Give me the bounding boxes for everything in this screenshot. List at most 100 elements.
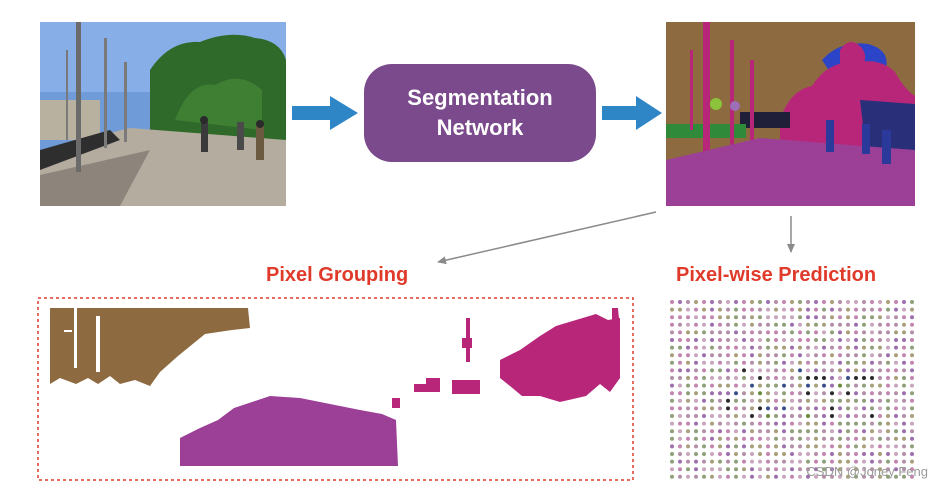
prediction-dot [886,467,890,472]
prediction-dot [902,452,906,456]
prediction-dot [846,474,850,479]
prediction-dot [838,307,842,312]
prediction-dot [806,429,810,434]
prediction-dot [902,391,906,396]
prediction-dot [790,383,794,388]
prediction-dot [854,474,858,479]
prediction-dot [886,315,890,320]
prediction-dot [910,414,914,418]
prediction-dot [742,459,746,464]
prediction-dot [766,330,770,335]
prediction-dot [886,429,890,434]
prediction-dot [838,467,842,472]
prediction-dot [806,330,810,335]
prediction-dot [726,459,730,464]
prediction-dot [774,444,778,449]
prediction-dot [814,436,818,441]
prediction-dot [710,315,714,320]
prediction-dot [894,436,898,441]
prediction-dot [862,459,866,464]
prediction-dot [710,429,714,434]
prediction-dot [910,376,914,380]
arrow-to-segmentation [602,96,662,130]
prediction-dot [854,383,858,388]
prediction-dot [870,452,874,456]
prediction-dot [870,345,874,350]
prediction-dot [718,330,722,335]
prediction-dot [742,467,746,472]
prediction-dot [902,315,906,320]
prediction-dot [670,338,674,342]
prediction-dot [782,391,786,396]
prediction-dot [718,368,722,373]
prediction-dot [902,474,906,479]
prediction-dot [702,368,706,373]
prediction-dot [910,300,914,304]
prediction-dot [822,376,826,380]
prediction-dot [798,414,802,418]
prediction-dot [894,322,898,327]
prediction-dot [742,398,746,403]
prediction-dot [894,307,898,312]
prediction-dot [902,338,906,342]
prediction-dot [758,406,762,411]
prediction-dot [886,383,890,388]
prediction-dot [734,406,738,411]
prediction-dot [838,368,842,373]
prediction-dot [910,353,914,358]
prediction-dot [886,474,890,479]
prediction-dot [742,429,746,434]
prediction-dot [854,444,858,449]
prediction-dot [710,383,714,388]
prediction-dot [710,322,714,327]
prediction-dot [782,467,786,472]
prediction-dot [878,345,882,350]
prediction-dot [838,406,842,411]
prediction-dot [854,300,858,304]
prediction-dot [718,391,722,396]
prediction-dot [862,474,866,479]
prediction-dot [694,429,698,434]
prediction-dot [894,444,898,449]
prediction-dot [830,429,834,434]
prediction-dot [766,444,770,449]
arrow-to-network [292,96,358,130]
prediction-dot [686,300,690,304]
prediction-dot [758,330,762,335]
prediction-dot [830,300,834,304]
prediction-dot [902,300,906,304]
prediction-dot [814,474,818,479]
prediction-dot [758,300,762,304]
prediction-dot [734,421,738,426]
prediction-dot [790,360,794,365]
prediction-dot [774,300,778,304]
prediction-dot [758,474,762,479]
prediction-dot [846,383,850,388]
prediction-dot [718,338,722,342]
prediction-dot [878,322,882,327]
prediction-dot [686,307,690,312]
prediction-dot [686,330,690,335]
prediction-dot [774,315,778,320]
prediction-dot [702,391,706,396]
prediction-dot [798,406,802,411]
prediction-dot [782,429,786,434]
prediction-dot [902,376,906,380]
prediction-dot [798,330,802,335]
prediction-dot [886,459,890,464]
prediction-dot [854,360,858,365]
prediction-dot [686,459,690,464]
prediction-dot [846,398,850,403]
prediction-dot [782,452,786,456]
prediction-dot [710,353,714,358]
prediction-dot [702,436,706,441]
prediction-dot [694,330,698,335]
prediction-dot [742,436,746,441]
prediction-dot [742,383,746,388]
prediction-dot [814,429,818,434]
prediction-dot [846,429,850,434]
prediction-dot [910,459,914,464]
prediction-dot [806,414,810,418]
prediction-dot [774,376,778,380]
prediction-dot [806,307,810,312]
